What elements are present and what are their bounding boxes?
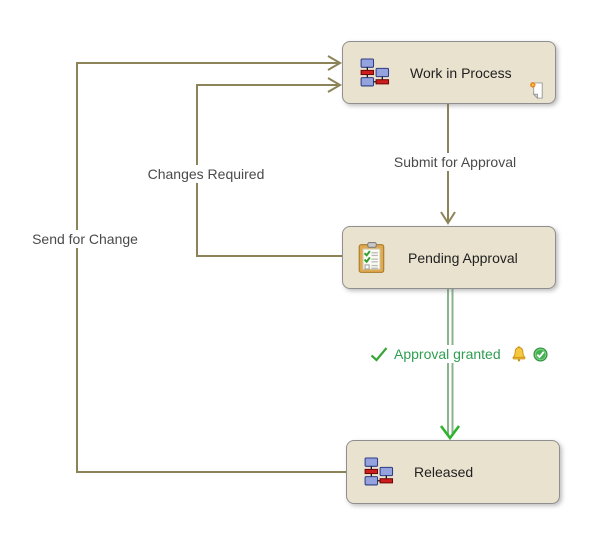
ok-circle-icon: [533, 346, 548, 362]
arrowhead-submit-for-approval: [440, 211, 456, 225]
arrowhead-changes-required: [327, 77, 342, 93]
arrowhead-send-for-change: [327, 55, 342, 71]
check-icon: [370, 346, 388, 362]
state-label-work-in-process: Work in Process: [410, 64, 512, 81]
version-tree-icon: [360, 457, 394, 487]
new-document-icon: [529, 81, 546, 100]
state-work-in-process[interactable]: Work in Process: [342, 41, 556, 104]
arrowhead-approval-granted: [439, 425, 461, 441]
checklist-clipboard-icon: [356, 241, 388, 274]
transition-label-send-for-change[interactable]: Send for Change: [28, 230, 142, 248]
state-pending-approval[interactable]: Pending Approval: [342, 226, 556, 289]
transition-label-changes-required[interactable]: Changes Required: [143, 165, 269, 183]
transition-label-approval-granted[interactable]: Approval granted: [366, 345, 552, 363]
bell-icon: [511, 346, 527, 362]
transition-line-send-for-change: [76, 62, 346, 473]
version-tree-icon: [356, 58, 390, 88]
state-label-released: Released: [414, 464, 474, 480]
state-released[interactable]: Released: [346, 440, 560, 504]
approval-granted-text: Approval granted: [394, 346, 501, 362]
transition-label-submit-for-approval[interactable]: Submit for Approval: [389, 153, 521, 171]
state-label-pending-approval: Pending Approval: [408, 249, 518, 266]
